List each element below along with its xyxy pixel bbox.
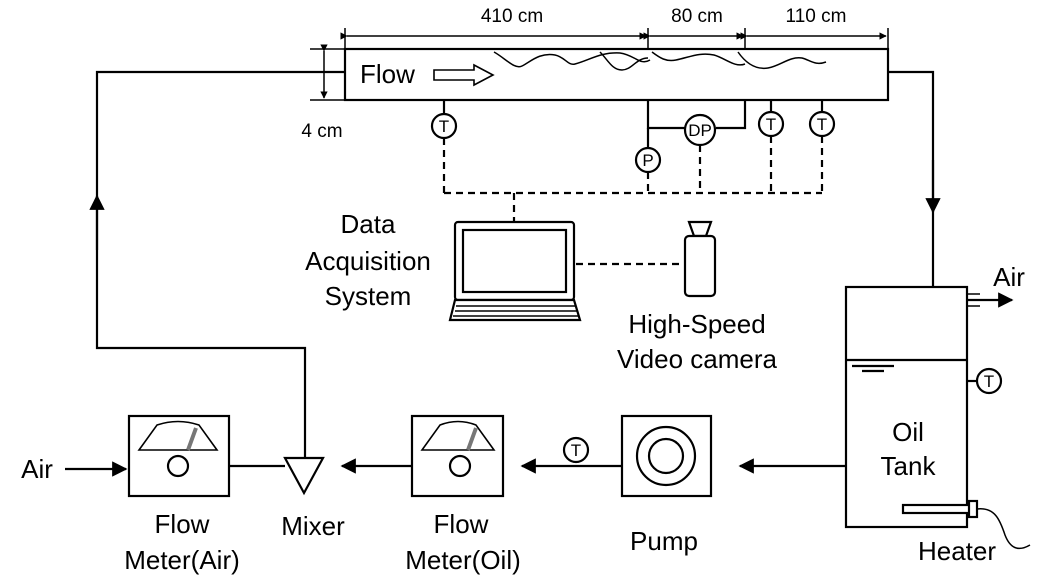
flow-meter-oil-label-line2: Meter(Oil)	[405, 545, 521, 575]
flow-direction-arrow	[433, 63, 495, 87]
signal-wiring	[442, 136, 824, 266]
pump-outlet-temperature-label: T	[571, 441, 581, 460]
data-acquisition-computer	[448, 220, 582, 322]
dimension-annotations: 410 cm 80 cm 110 cm 4 cm	[301, 6, 889, 142]
daq-label-line3: System	[325, 281, 412, 311]
pump-outlet-temperature-sensor: T	[562, 436, 590, 464]
mixer-label: Mixer	[281, 511, 345, 541]
dimension-410cm: 410 cm	[481, 6, 543, 27]
dimension-4cm: 4 cm	[301, 121, 342, 142]
temperature-sensor-1-label: T	[439, 117, 449, 136]
tank-temperature-sensor-label: T	[984, 372, 994, 391]
air-inlet-label: Air	[21, 454, 53, 484]
heater	[901, 499, 1031, 550]
temperature-sensor-3: T	[808, 110, 836, 138]
flow-label: Flow	[360, 59, 415, 89]
flow-meter-air-label-line2: Meter(Air)	[124, 545, 240, 575]
daq-label-line2: Acquisition	[305, 246, 431, 276]
differential-pressure-sensor: DP	[683, 113, 717, 147]
temperature-sensor-1: T	[430, 112, 458, 140]
mixer	[283, 456, 325, 496]
tank-temperature-sensor: T	[967, 367, 1003, 395]
oil-film-waves	[493, 51, 827, 71]
heater-label: Heater	[918, 536, 996, 566]
test-section-sensors: T P DP T T	[430, 100, 836, 174]
flow-meter-oil-label-line1: Flow	[434, 509, 489, 539]
pump	[620, 414, 713, 498]
dimension-80cm: 80 cm	[671, 6, 723, 27]
oil-tank	[844, 285, 969, 529]
flow-meter-air	[127, 414, 231, 498]
temperature-sensor-2: T	[757, 110, 785, 138]
high-speed-camera-icon	[683, 220, 717, 298]
differential-pressure-sensor-label: DP	[688, 121, 712, 140]
oil-tank-label-line1: Oil	[892, 417, 924, 447]
pressure-sensor: P	[634, 146, 662, 174]
temperature-sensor-3-label: T	[817, 115, 827, 134]
dimension-110cm: 110 cm	[786, 6, 847, 27]
temperature-sensor-2-label: T	[766, 115, 776, 134]
air-outlet-label: Air	[993, 262, 1025, 292]
pump-label: Pump	[630, 526, 698, 556]
flow-meter-oil	[410, 414, 505, 498]
flow-meter-air-label-line1: Flow	[155, 509, 210, 539]
loop-piping	[65, 70, 1014, 477]
pressure-sensor-label: P	[642, 151, 653, 170]
test-section: Flow	[343, 47, 890, 102]
camera-label-line1: High-Speed	[628, 309, 765, 339]
daq-label-line1: Data	[341, 209, 396, 239]
camera-label-line2: Video camera	[617, 344, 777, 374]
oil-tank-label-line2: Tank	[881, 451, 937, 481]
